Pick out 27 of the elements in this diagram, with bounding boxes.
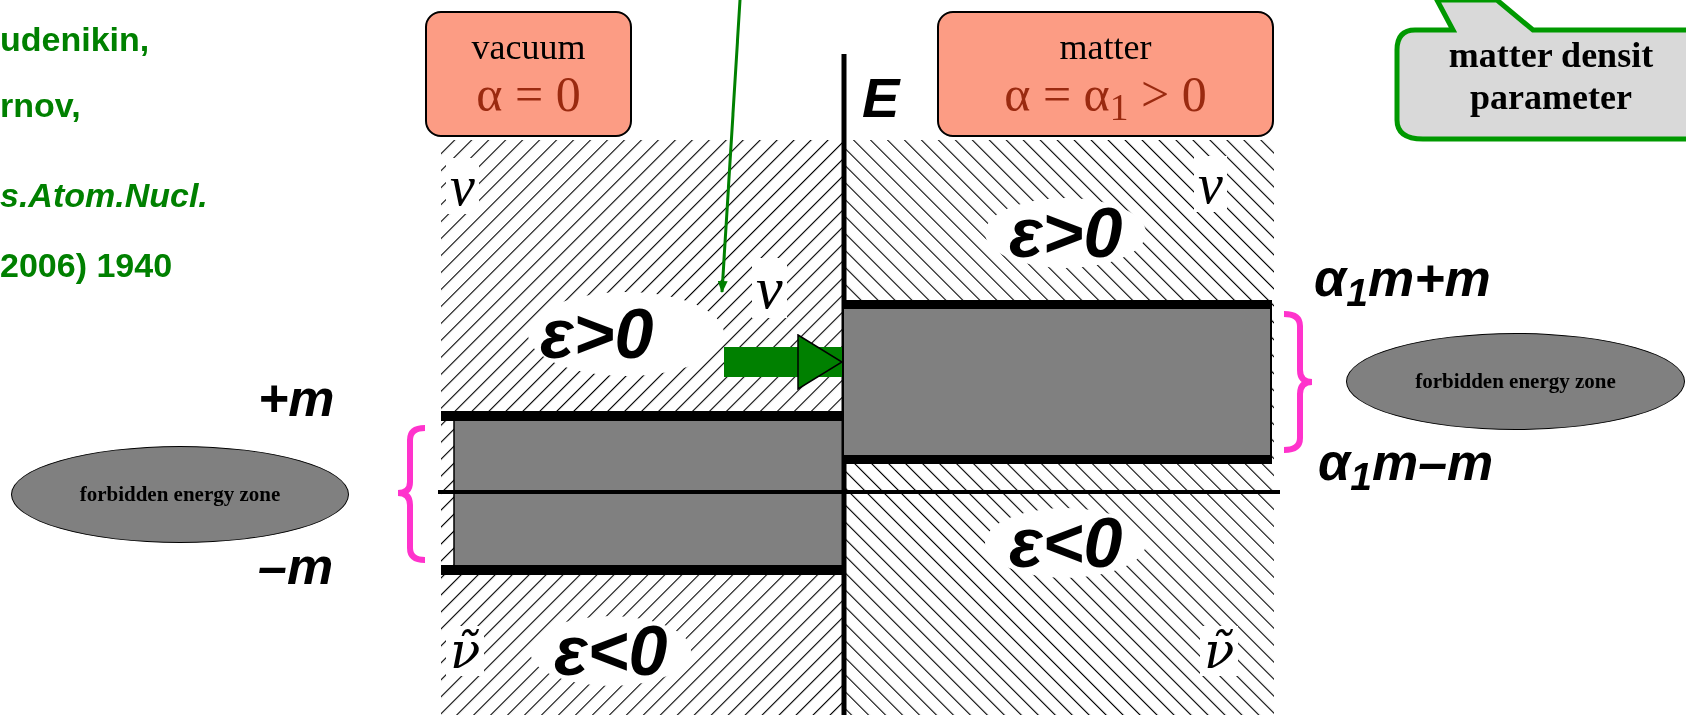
- energy-level-label: –m: [258, 540, 334, 592]
- particle-symbol: ν̃: [446, 626, 485, 676]
- energy-gap-band: [844, 300, 1272, 464]
- arrow: [717, 0, 742, 293]
- alpha-equation: α = α$_{1}$ > 0: [1004, 69, 1207, 119]
- callout-text: matter densit parameter: [1447, 34, 1655, 118]
- energy-level-label: α$_{1}$m–m: [1318, 436, 1494, 488]
- zone-label: forbidden energy zone: [79, 484, 281, 505]
- alpha-equation: α = 0: [476, 69, 581, 119]
- zone-label: forbidden energy zone: [1415, 371, 1616, 392]
- callout-bubble: [1393, 0, 1686, 143]
- particle-symbol: ν: [446, 158, 479, 214]
- region-title: vacuum: [471, 29, 586, 65]
- energy-condition: ε>0: [540, 299, 654, 369]
- axis-label: E: [862, 70, 900, 126]
- particle-symbol: ν: [752, 258, 787, 318]
- region-box: [937, 11, 1274, 137]
- citation-text: 2006) 1940: [0, 248, 173, 282]
- particle-symbol: ν̃: [1200, 626, 1239, 676]
- region-box: [425, 11, 632, 137]
- energy-level-label: +m: [258, 372, 335, 424]
- citation-text: s.Atom.Nucl.: [0, 178, 208, 212]
- particle-symbol: ν: [1194, 156, 1227, 212]
- citation-text: rnov,: [0, 88, 81, 122]
- energy-level-label: α$_{1}$m+m: [1314, 252, 1491, 304]
- region-title: matter: [1059, 29, 1152, 65]
- citation-text: udenikin,: [0, 22, 150, 56]
